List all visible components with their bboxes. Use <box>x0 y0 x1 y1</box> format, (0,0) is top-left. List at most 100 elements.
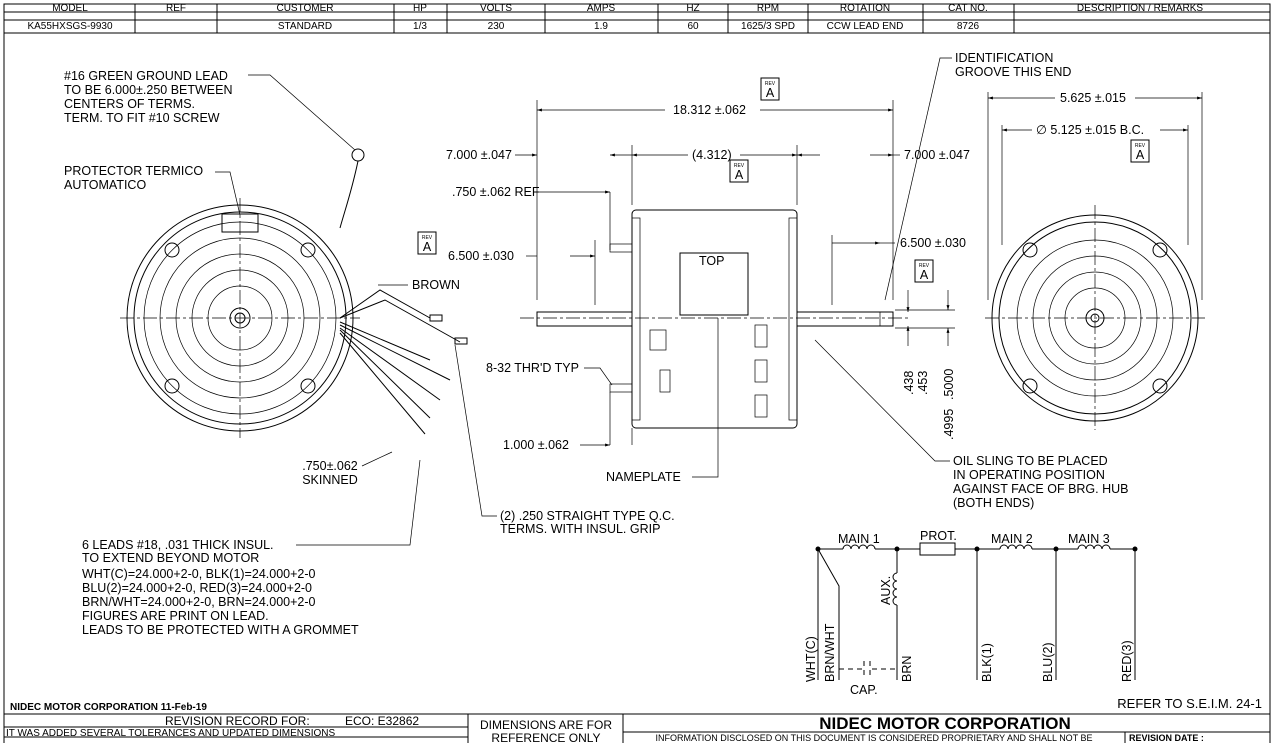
drawing-frame <box>3 3 1271 743</box>
proprietary-notice: INFORMATION DISCLOSED ON THIS DOCUMENT I… <box>655 733 1092 743</box>
capacitor-symbol <box>863 661 871 677</box>
note-line: CENTERS OF TERMS. <box>64 97 195 111</box>
header-hz: HZ <box>686 3 699 14</box>
lead-label-brn: BRN <box>900 656 914 682</box>
dim-flat-left: 6.500 ±.030 <box>448 249 514 263</box>
rev-letter: A <box>920 268 929 282</box>
note-line: OIL SLING TO BE PLACED <box>953 454 1108 468</box>
main2-label: MAIN 2 <box>991 532 1033 546</box>
note-line: SKINNED <box>302 473 358 487</box>
right-end-view: 5.625 ±.015 ∅ 5.125 ±.015 B.C. <box>985 91 1205 430</box>
footer: NIDEC MOTOR CORPORATION 11-Feb-19 REVISI… <box>4 702 1270 743</box>
dim-bolt-circle-outer: 5.625 ±.015 <box>1060 91 1126 105</box>
value-volts: 230 <box>488 21 505 32</box>
rev-letter: A <box>423 240 432 254</box>
header-description: DESCRIPTION / REMARKS <box>1077 3 1203 14</box>
refer-note: REFER TO S.E.I.M. 24-1 <box>1117 696 1262 711</box>
nameplate-label: NAMEPLATE <box>606 470 681 484</box>
note-line: AUTOMATICO <box>64 178 146 192</box>
brown-label: BROWN <box>412 278 460 292</box>
dim-shaft-left: 7.000 ±.047 <box>446 148 512 162</box>
company-date: NIDEC MOTOR CORPORATION 11-Feb-19 <box>10 702 207 713</box>
main1-label: MAIN 1 <box>838 532 880 546</box>
dim-bolt-circle: ∅ 5.125 ±.015 B.C. <box>1036 123 1144 137</box>
header-model: MODEL <box>52 3 88 14</box>
terminals-note: (2) .250 STRAIGHT TYPE Q.C. TERMS. WITH … <box>500 509 675 536</box>
aux-coil <box>892 572 898 606</box>
lead-label-wht: WHT(C) <box>804 636 818 682</box>
identification-note: IDENTIFICATION GROOVE THIS END <box>955 51 1071 79</box>
protector-symbol <box>919 542 956 556</box>
nameplate-area <box>679 252 749 316</box>
wiring-diagram: MAIN 1 PROT. MAIN 2 MAIN 3 AUX. CAP. WHT… <box>804 529 1138 697</box>
prot-label: PROT. <box>920 529 957 543</box>
note-line: TO BE 6.000±.250 BETWEEN <box>64 83 233 97</box>
dim-body: (4.312) <box>692 148 732 162</box>
rev-letter: A <box>766 86 775 100</box>
rev-text: REV <box>765 81 776 87</box>
value-rotation: CCW LEAD END <box>827 21 904 32</box>
note-line: IDENTIFICATION <box>955 51 1053 65</box>
note-line: BRN/WHT=24.000+2-0, BRN=24.000+2-0 <box>82 595 316 609</box>
header-rpm: RPM <box>757 3 779 14</box>
lead-label-brn-wht: BRN/WHT <box>823 623 837 682</box>
shaft-right <box>796 311 894 327</box>
eco-number: ECO: E32862 <box>345 714 419 728</box>
note-line: (BOTH ENDS) <box>953 496 1034 510</box>
dim-shaft-dia-min: .4995 <box>942 409 956 440</box>
reference-note-1: DIMENSIONS ARE FOR <box>480 718 612 732</box>
main2-coil <box>999 544 1033 550</box>
rev-text: REV <box>422 235 433 241</box>
dim-shaft-right: 7.000 ±.047 <box>904 148 970 162</box>
revision-date-label: REVISION DATE : <box>1129 733 1204 743</box>
value-amps: 1.9 <box>594 21 608 32</box>
main3-coil <box>1077 544 1111 550</box>
dim-stud: 1.000 ±.062 <box>503 438 569 452</box>
note-line: TERMS. WITH INSUL. GRIP <box>500 522 660 536</box>
header-customer: CUSTOMER <box>276 3 333 14</box>
note-line: TO EXTEND BEYOND MOTOR <box>82 551 259 565</box>
header-rotation: ROTATION <box>840 3 890 14</box>
note-line: TERM. TO FIT #10 SCREW <box>64 111 220 125</box>
header-volts: VOLTS <box>480 3 512 14</box>
revision-description: IT WAS ADDED SEVERAL TOLERANCES AND UPDA… <box>6 728 335 739</box>
header-amps: AMPS <box>587 3 616 14</box>
note-line: 6 LEADS #18, .031 THICK INSUL. <box>82 538 274 552</box>
value-hp: 1/3 <box>413 21 427 32</box>
dim-flat-depth-min: .438 <box>902 371 916 395</box>
rev-text: REV <box>734 163 745 169</box>
value-hz: 60 <box>687 21 699 32</box>
rev-letter: A <box>735 168 744 182</box>
side-view: TOP <box>520 209 910 429</box>
rev-text: REV <box>919 263 930 269</box>
main3-label: MAIN 3 <box>1068 532 1110 546</box>
note-line: PROTECTOR TERMICO <box>64 164 203 178</box>
reference-note-2: REFERENCE ONLY <box>491 731 600 743</box>
note-line: (2) .250 STRAIGHT TYPE Q.C. <box>500 509 675 523</box>
shaft-left <box>536 311 633 327</box>
spec-table: MODEL REF CUSTOMER HP VOLTS AMPS HZ RPM … <box>4 3 1270 34</box>
note-line: FIGURES ARE PRINT ON LEAD. <box>82 609 269 623</box>
header-ref: REF <box>166 3 186 14</box>
leads-note: 6 LEADS #18, .031 THICK INSUL. TO EXTEND… <box>82 538 359 637</box>
rev-text: REV <box>1135 143 1146 149</box>
rev-letter: A <box>1136 148 1145 162</box>
note-line: WHT(C)=24.000+2-0, BLK(1)=24.000+2-0 <box>82 567 316 581</box>
dim-flat-right: 6.500 ±.030 <box>900 236 966 250</box>
header-hp: HP <box>413 3 427 14</box>
dim-flat-depth-max: .453 <box>916 371 930 395</box>
note-line: .750±.062 <box>302 459 358 473</box>
value-rpm: 1625/3 SPD <box>741 21 795 32</box>
main1-coil <box>842 544 876 550</box>
lead-label-blu: BLU(2) <box>1041 642 1055 682</box>
cap-label: CAP. <box>850 683 878 697</box>
protector-note: PROTECTOR TERMICO AUTOMATICO <box>64 164 203 192</box>
lead-label-red: RED(3) <box>1120 640 1134 682</box>
thread-label: 8-32 THR'D TYP <box>486 361 579 375</box>
top-label: TOP <box>699 254 724 268</box>
note-line: AGAINST FACE OF BRG. HUB <box>953 482 1129 496</box>
note-line: BLU(2)=24.000+2-0, RED(3)=24.000+2-0 <box>82 581 312 595</box>
skinned-note: .750±.062 SKINNED <box>302 459 358 487</box>
